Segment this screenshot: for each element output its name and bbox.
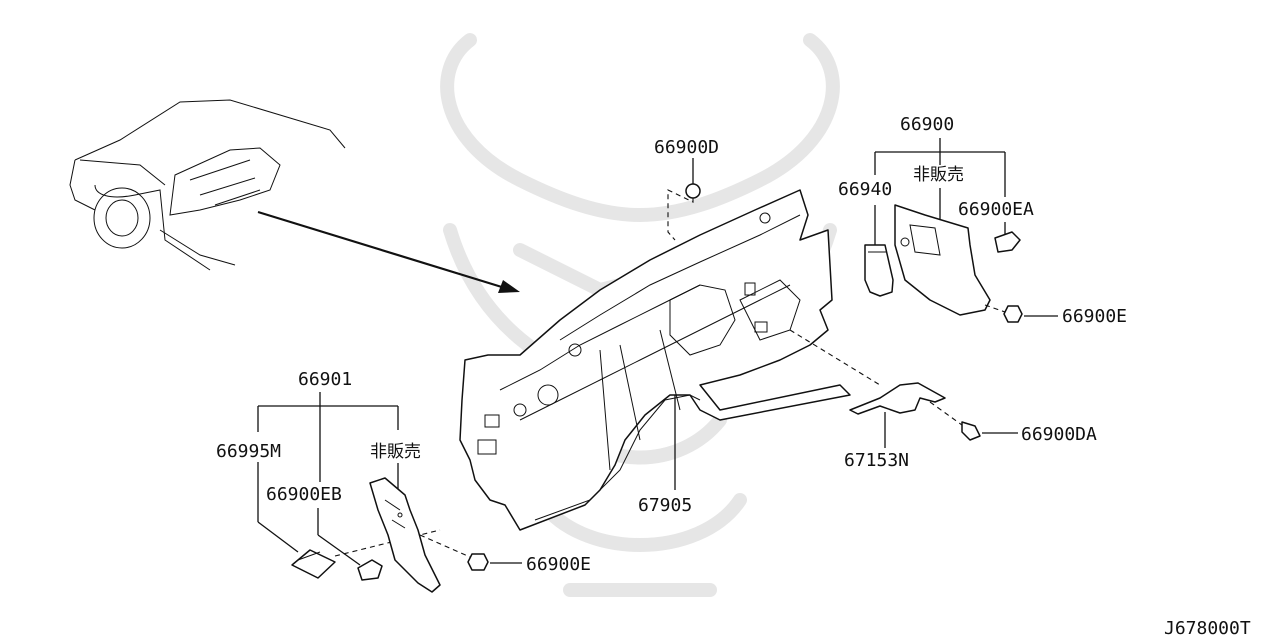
label-66900DA: 66900DA [1021,424,1097,445]
diagram-code: J678000T [1164,618,1251,638]
nut-part-66900E-left: 66900E [419,534,591,575]
finisher-part-left [369,477,441,593]
cover-part-66940 [864,244,894,297]
label-67153N: 67153N [844,450,909,471]
finisher-group-66901: 66901 66995M 66900EB 非販売 [216,369,421,566]
label-not-sold-right: 非販売 [913,165,964,185]
label-66940: 66940 [838,179,892,200]
clip-part-66900EB [334,529,441,581]
label-not-sold-left: 非販売 [370,442,421,462]
bracket-part-67153N: 67153N [789,329,946,471]
clip-part-66900D: 66900D [654,137,719,241]
finisher-part-right [894,204,991,316]
label-67905: 67905 [638,495,692,516]
label-66900: 66900 [900,114,954,135]
nut-part-66900E-right: 66900E [984,304,1127,327]
label-66900EB: 66900EB [266,484,342,505]
pad-part-66995M [291,549,336,579]
label-66995M: 66995M [216,441,281,462]
callout-67905: 67905 [638,395,692,516]
finisher-group-66900: 66900 66940 非販売 66900EA [838,114,1034,245]
label-66900D: 66900D [654,137,719,158]
bolt-part-66900DA: 66900DA [929,401,1097,445]
direction-arrow [257,210,520,293]
label-66900E-right: 66900E [1062,306,1127,327]
label-66901: 66901 [298,369,352,390]
label-66900E-left: 66900E [526,554,591,575]
label-66900EA: 66900EA [958,199,1034,220]
vehicle-overview-illustration [69,99,346,271]
clip-part-66900EA [994,231,1021,253]
dash-insulator-part-67905 [459,189,851,531]
